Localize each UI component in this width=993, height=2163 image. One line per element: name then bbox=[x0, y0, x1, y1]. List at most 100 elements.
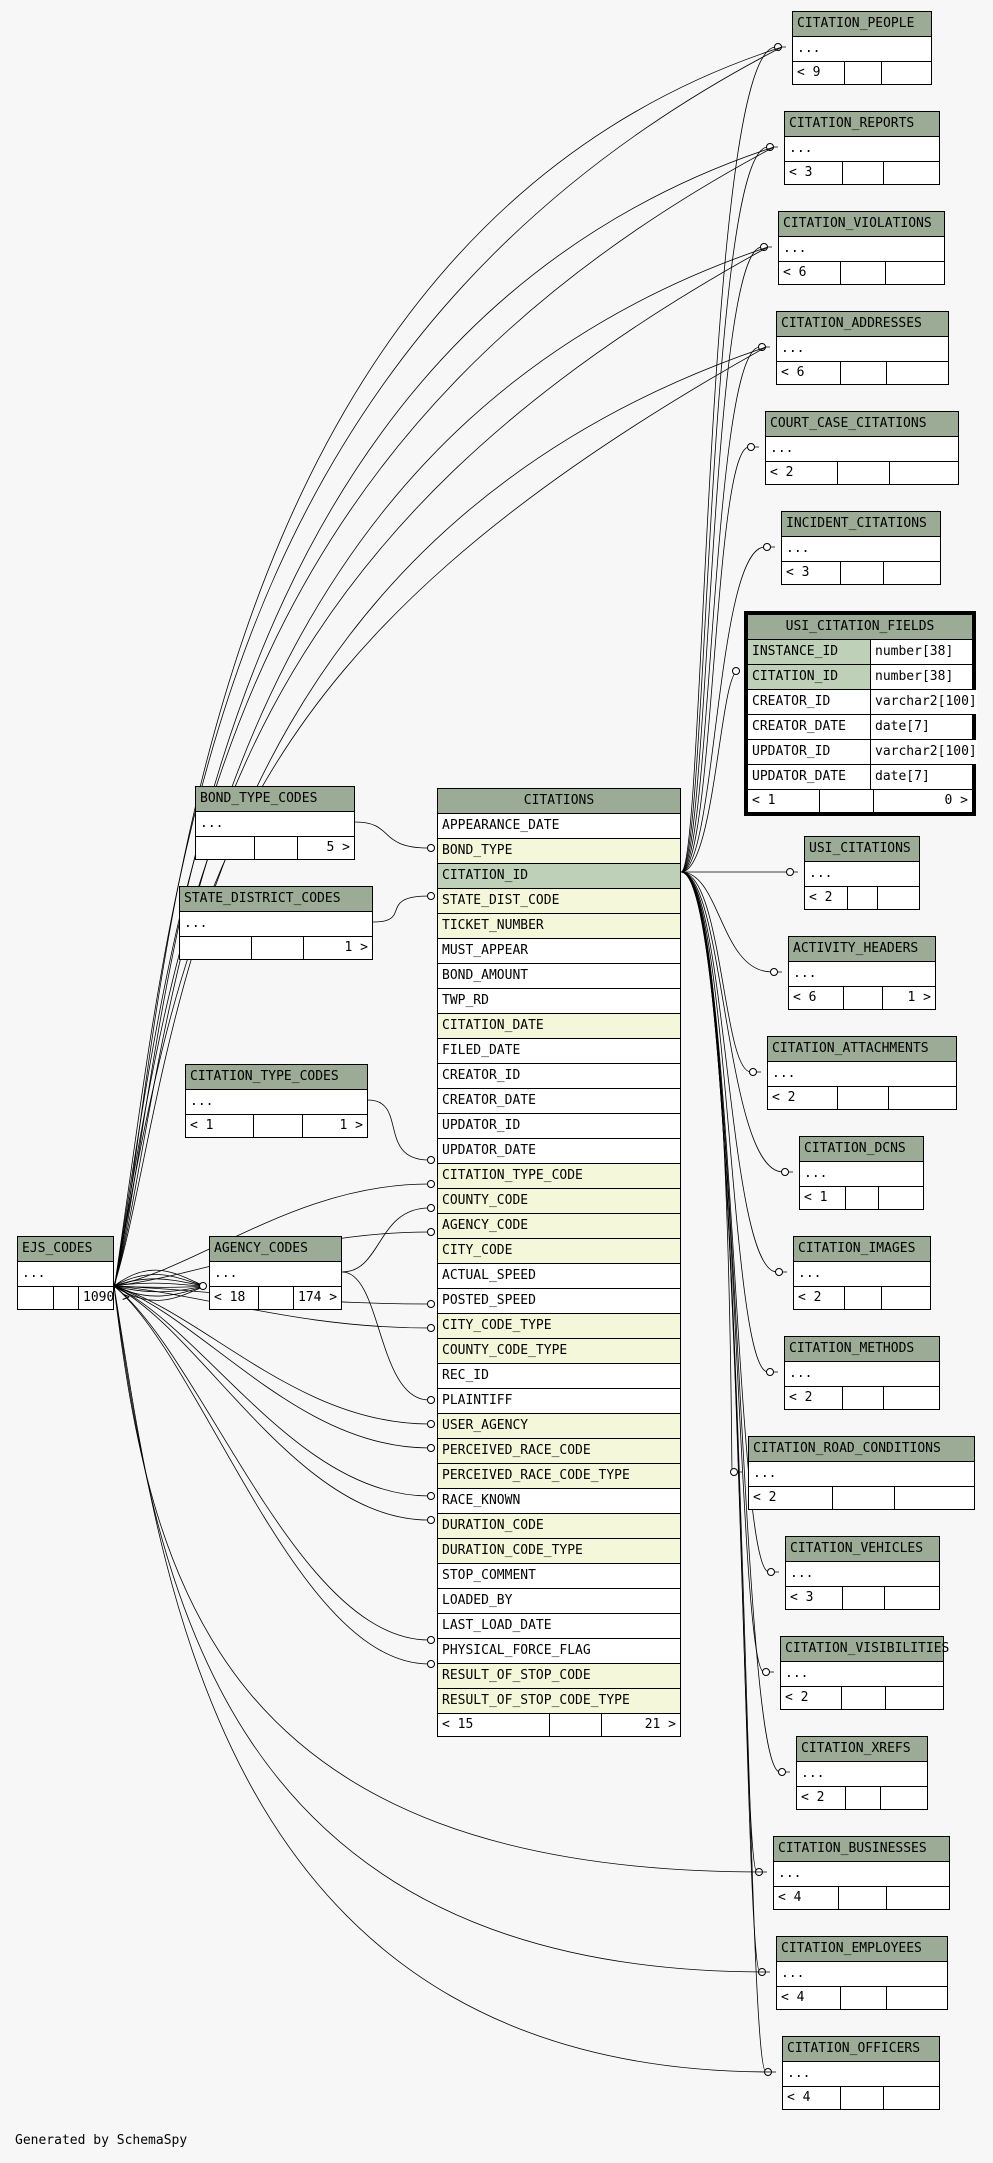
table-title[interactable]: ACTIVITY_HEADERS bbox=[789, 937, 935, 962]
parent-count[interactable]: < 2 bbox=[794, 1287, 845, 1309]
child-count[interactable] bbox=[884, 1387, 939, 1409]
child-count[interactable]: 1 > bbox=[339, 1118, 363, 1133]
table-title[interactable]: USI_CITATIONS bbox=[805, 837, 919, 862]
child-count[interactable] bbox=[884, 162, 939, 184]
column-row[interactable]: COUNTY_CODE_TYPE bbox=[438, 1339, 680, 1364]
table-citation-xrefs[interactable]: CITATION_XREFS...< 2 bbox=[796, 1736, 928, 1810]
table-citation-people[interactable]: CITATION_PEOPLE...< 9 bbox=[792, 11, 932, 85]
parent-count[interactable]: < 3 bbox=[785, 162, 843, 184]
column-row[interactable]: APPEARANCE_DATE bbox=[438, 814, 680, 839]
parent-count[interactable]: < 4 bbox=[783, 2087, 841, 2109]
table-title[interactable]: EJS_CODES bbox=[18, 1237, 113, 1262]
table-citation-dcns[interactable]: CITATION_DCNS...< 1 bbox=[799, 1136, 924, 1210]
table-citation-addresses[interactable]: CITATION_ADDRESSES...< 6 bbox=[776, 311, 949, 385]
column-row[interactable]: LAST_LOAD_DATE bbox=[438, 1614, 680, 1639]
parent-count[interactable]: < 2 bbox=[749, 1487, 833, 1509]
parent-count[interactable]: < 6 bbox=[779, 262, 841, 284]
parent-count[interactable]: < 3 bbox=[786, 1587, 843, 1609]
child-count[interactable] bbox=[882, 62, 931, 84]
table-title[interactable]: CITATION_IMAGES bbox=[794, 1237, 930, 1262]
table-bond-type-codes[interactable]: BOND_TYPE_CODES...5 > bbox=[195, 786, 355, 860]
parent-count[interactable]: < 2 bbox=[781, 1687, 842, 1709]
table-title[interactable]: CITATION_EMPLOYEES bbox=[777, 1937, 947, 1962]
column-row[interactable]: BOND_TYPE bbox=[438, 839, 680, 864]
parent-count[interactable]: < 2 bbox=[768, 1087, 838, 1109]
table-title[interactable]: CITATIONS bbox=[438, 789, 680, 814]
table-title[interactable]: CITATION_XREFS bbox=[797, 1737, 927, 1762]
parent-count[interactable]: < 2 bbox=[766, 462, 838, 484]
table-title[interactable]: USI_CITATION_FIELDS bbox=[748, 615, 972, 640]
table-title[interactable]: AGENCY_CODES bbox=[210, 1237, 341, 1262]
table-title[interactable]: CITATION_METHODS bbox=[785, 1337, 939, 1362]
table-citation-violations[interactable]: CITATION_VIOLATIONS...< 6 bbox=[778, 211, 945, 285]
column-row[interactable]: POSTED_SPEED bbox=[438, 1289, 680, 1314]
parent-count[interactable]: < 6 bbox=[789, 987, 844, 1009]
column-row[interactable]: CITATION_DATE bbox=[438, 1014, 680, 1039]
table-citation-businesses[interactable]: CITATION_BUSINESSES...< 4 bbox=[773, 1836, 950, 1910]
column-row[interactable]: MUST_APPEAR bbox=[438, 939, 680, 964]
column-row[interactable]: TICKET_NUMBER bbox=[438, 914, 680, 939]
child-count[interactable]: 1 > bbox=[907, 990, 931, 1005]
column-row[interactable]: PLAINTIFF bbox=[438, 1389, 680, 1414]
parent-count[interactable] bbox=[180, 937, 252, 959]
table-citation-images[interactable]: CITATION_IMAGES...< 2 bbox=[793, 1236, 931, 1310]
table-citation-employees[interactable]: CITATION_EMPLOYEES...< 4 bbox=[776, 1936, 948, 2010]
table-title[interactable]: CITATION_DCNS bbox=[800, 1137, 923, 1162]
table-title[interactable]: CITATION_REPORTS bbox=[785, 112, 939, 137]
parent-count[interactable]: < 4 bbox=[777, 1987, 841, 2009]
table-title[interactable]: CITATION_VEHICLES bbox=[786, 1537, 939, 1562]
table-title[interactable]: CITATION_BUSINESSES bbox=[774, 1837, 949, 1862]
table-citation-methods[interactable]: CITATION_METHODS...< 2 bbox=[784, 1336, 940, 1410]
column-row[interactable]: RACE_KNOWN bbox=[438, 1489, 680, 1514]
table-title[interactable]: CITATION_ROAD_CONDITIONS bbox=[749, 1437, 974, 1462]
table-title[interactable]: CITATION_VISIBILITIES bbox=[781, 1637, 949, 1662]
table-title[interactable]: BOND_TYPE_CODES bbox=[196, 787, 354, 812]
table-usi-citations[interactable]: USI_CITATIONS...< 2 bbox=[804, 836, 920, 910]
column-row[interactable]: CITY_CODE_TYPE bbox=[438, 1314, 680, 1339]
table-title[interactable]: STATE_DISTRICT_CODES bbox=[180, 887, 372, 912]
table-citation-visibilities[interactable]: CITATION_VISIBILITIES...< 2 bbox=[780, 1636, 949, 1710]
child-count[interactable] bbox=[886, 262, 944, 284]
table-title[interactable]: CITATION_VIOLATIONS bbox=[779, 212, 944, 237]
child-count[interactable] bbox=[887, 1887, 949, 1909]
column-row[interactable]: CITATION_ID bbox=[438, 864, 680, 889]
child-count[interactable] bbox=[884, 2087, 939, 2109]
column-row[interactable]: TWP_RD bbox=[438, 989, 680, 1014]
table-state-district-codes[interactable]: STATE_DISTRICT_CODES...1 > bbox=[179, 886, 373, 960]
parent-count[interactable] bbox=[18, 1287, 54, 1309]
parent-count[interactable]: < 9 bbox=[793, 62, 845, 84]
child-count[interactable] bbox=[879, 1187, 923, 1209]
child-count[interactable] bbox=[887, 1987, 947, 2009]
parent-count[interactable]: < 1 bbox=[186, 1115, 254, 1137]
parent-count[interactable]: < 18 bbox=[210, 1287, 259, 1309]
table-citation-vehicles[interactable]: CITATION_VEHICLES...< 3 bbox=[785, 1536, 940, 1610]
column-row[interactable]: CREATOR_DATE bbox=[438, 1089, 680, 1114]
table-title[interactable]: CITATION_OFFICERS bbox=[783, 2037, 939, 2062]
column-row[interactable]: DURATION_CODE_TYPE bbox=[438, 1539, 680, 1564]
child-count[interactable] bbox=[884, 562, 940, 584]
table-title[interactable]: COURT_CASE_CITATIONS bbox=[766, 412, 958, 437]
child-count[interactable] bbox=[889, 1087, 956, 1109]
column-row[interactable]: FILED_DATE bbox=[438, 1039, 680, 1064]
child-count[interactable]: 1090 > bbox=[83, 1290, 130, 1305]
column-row[interactable]: AGENCY_CODE bbox=[438, 1214, 680, 1239]
column-row[interactable]: PERCEIVED_RACE_CODE bbox=[438, 1439, 680, 1464]
child-count[interactable]: 5 > bbox=[326, 840, 350, 855]
child-count[interactable] bbox=[881, 1787, 927, 1809]
table-title[interactable]: INCIDENT_CITATIONS bbox=[782, 512, 940, 537]
parent-count[interactable]: < 6 bbox=[777, 362, 841, 384]
parent-count[interactable] bbox=[196, 837, 255, 859]
column-row[interactable]: LOADED_BY bbox=[438, 1589, 680, 1614]
table-citation-reports[interactable]: CITATION_REPORTS...< 3 bbox=[784, 111, 940, 185]
column-row[interactable]: DURATION_CODE bbox=[438, 1514, 680, 1539]
column-row[interactable]: CITY_CODE bbox=[438, 1239, 680, 1264]
child-count[interactable] bbox=[895, 1487, 974, 1509]
